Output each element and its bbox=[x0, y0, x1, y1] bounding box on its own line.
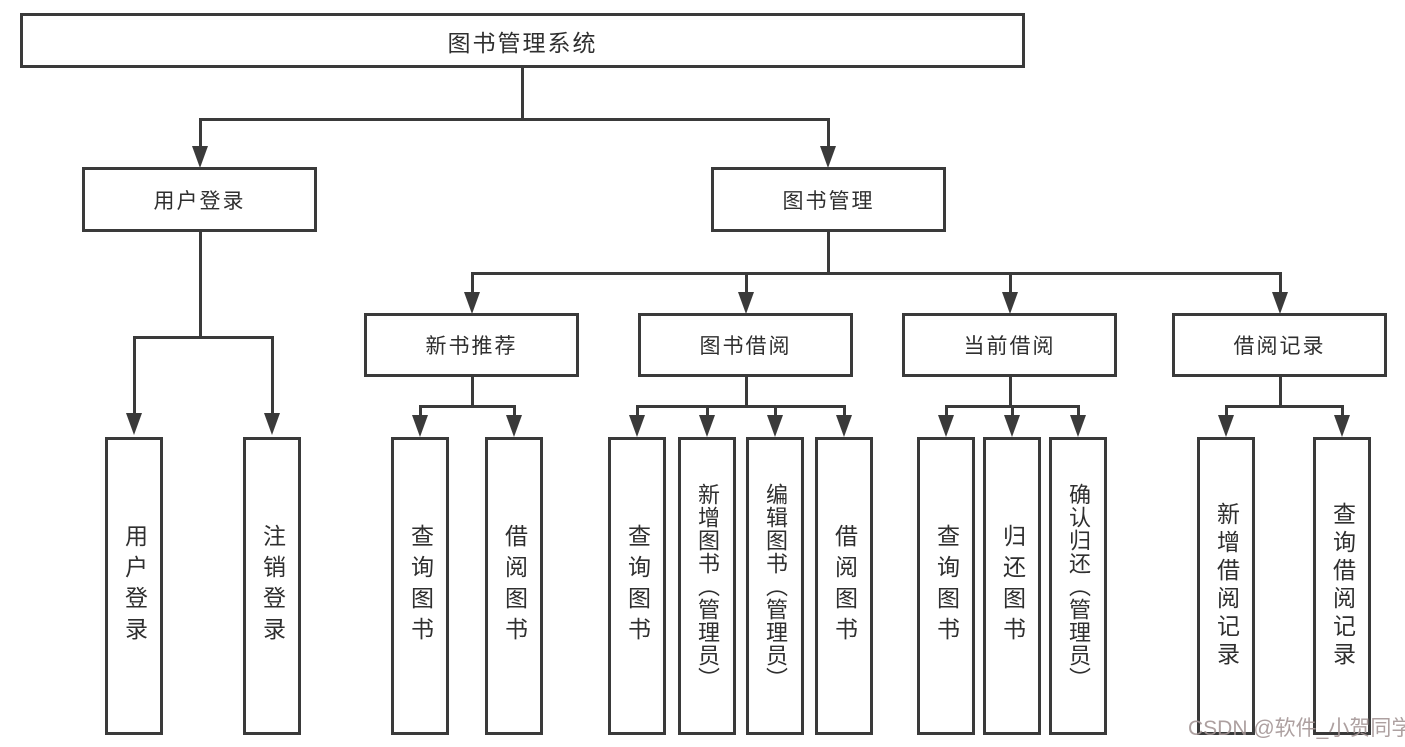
leaf-logout-label: 注销登录 bbox=[259, 524, 286, 648]
leaf-borrow-books-recommend-label: 借阅图书 bbox=[501, 524, 528, 648]
node-current-borrowing-label: 当前借阅 bbox=[963, 335, 1056, 358]
connector-d-stem-2 bbox=[1341, 405, 1344, 417]
connector-b-stem-1 bbox=[636, 405, 639, 417]
arrowhead-down-icon bbox=[464, 292, 480, 314]
connector-stem-login bbox=[133, 336, 136, 414]
leaf-query-books-current: 查询图书 bbox=[917, 437, 975, 735]
arrowhead-down-icon bbox=[126, 413, 142, 435]
connector-stem-logout bbox=[271, 336, 274, 414]
leaf-query-books-borrowing: 查询图书 bbox=[608, 437, 666, 735]
arrowhead-down-icon bbox=[506, 415, 522, 437]
arrowhead-down-icon bbox=[1218, 415, 1234, 437]
leaf-user-login: 用户登录 bbox=[105, 437, 163, 735]
node-user-login: 用户登录 bbox=[82, 167, 317, 232]
leaf-query-borrow-record: 查询借阅记录 bbox=[1313, 437, 1371, 735]
leaf-borrow-books: 借阅图书 bbox=[815, 437, 873, 735]
arrowhead-down-icon bbox=[629, 415, 645, 437]
arrowhead-down-icon bbox=[1002, 292, 1018, 314]
arrowhead-down-icon bbox=[836, 415, 852, 437]
connector-a-stem-2 bbox=[513, 405, 516, 417]
node-book-management-label: 图书管理 bbox=[782, 189, 875, 213]
node-root-label: 图书管理系统 bbox=[447, 29, 598, 56]
connector-root-branch bbox=[199, 118, 829, 121]
arrowhead-down-icon bbox=[1070, 415, 1086, 437]
connector-bookmgmt-branch bbox=[471, 272, 1281, 275]
leaf-logout: 注销登录 bbox=[243, 437, 301, 735]
arrowhead-down-icon bbox=[699, 415, 715, 437]
arrowhead-down-icon bbox=[1272, 292, 1288, 314]
watermark: CSDN @软件_小贺同学 bbox=[1188, 717, 1405, 740]
connector-root-trunk bbox=[521, 68, 524, 120]
node-user-login-label: 用户登录 bbox=[153, 189, 246, 213]
connector-b-branch bbox=[636, 405, 845, 408]
leaf-borrow-books-recommend: 借阅图书 bbox=[485, 437, 543, 735]
leaf-edit-books-admin-label: 编辑图书（管理员） bbox=[763, 482, 788, 690]
connector-d-stem-1 bbox=[1225, 405, 1228, 417]
leaf-query-borrow-record-label: 查询借阅记录 bbox=[1329, 502, 1356, 670]
arrowhead-down-icon bbox=[738, 292, 754, 314]
leaf-add-borrow-record-label: 新增借阅记录 bbox=[1213, 502, 1240, 670]
connector-d-branch bbox=[1225, 405, 1343, 408]
connector-a-stem-1 bbox=[419, 405, 422, 417]
connector-stem-new-books bbox=[471, 272, 474, 294]
leaf-query-books-recommend: 查询图书 bbox=[391, 437, 449, 735]
arrowhead-down-icon bbox=[1334, 415, 1350, 437]
node-new-book-recommend-label: 新书推荐 bbox=[425, 335, 518, 358]
leaf-add-books-admin: 新增图书（管理员） bbox=[678, 437, 736, 735]
connector-stem-user-login bbox=[199, 118, 202, 147]
node-new-book-recommend: 新书推荐 bbox=[364, 313, 579, 377]
connector-user-trunk bbox=[199, 232, 202, 338]
connector-b-stem-2 bbox=[706, 405, 709, 417]
leaf-query-books-borrowing-label: 查询图书 bbox=[624, 524, 651, 648]
connector-bookmgmt-trunk bbox=[827, 232, 830, 274]
arrowhead-down-icon bbox=[192, 146, 208, 168]
leaf-confirm-return-admin: 确认归还（管理员） bbox=[1049, 437, 1107, 735]
connector-c-stem-2 bbox=[1011, 405, 1014, 417]
connector-b-stem-3 bbox=[774, 405, 777, 417]
arrowhead-down-icon bbox=[264, 413, 280, 435]
connector-stem-book-mgmt bbox=[827, 118, 830, 147]
leaf-query-books-current-label: 查询图书 bbox=[933, 524, 960, 648]
leaf-edit-books-admin: 编辑图书（管理员） bbox=[746, 437, 804, 735]
leaf-return-books-label: 归还图书 bbox=[999, 524, 1026, 648]
arrowhead-down-icon bbox=[1004, 415, 1020, 437]
connector-stem-records bbox=[1279, 272, 1282, 294]
leaf-borrow-books-label: 借阅图书 bbox=[831, 524, 858, 648]
leaf-return-books: 归还图书 bbox=[983, 437, 1041, 735]
connector-stem-current bbox=[1009, 272, 1012, 294]
connector-c-stem-1 bbox=[945, 405, 948, 417]
node-borrowing-records-label: 借阅记录 bbox=[1233, 335, 1326, 358]
arrowhead-down-icon bbox=[412, 415, 428, 437]
connector-c-trunk bbox=[1009, 377, 1012, 408]
connector-d-trunk bbox=[1279, 377, 1282, 408]
connector-a-trunk bbox=[471, 377, 474, 408]
connector-stem-borrowing bbox=[745, 272, 748, 294]
node-root: 图书管理系统 bbox=[20, 13, 1025, 68]
arrowhead-down-icon bbox=[820, 146, 836, 168]
leaf-user-login-label: 用户登录 bbox=[121, 524, 148, 648]
node-book-management: 图书管理 bbox=[711, 167, 946, 232]
connector-b-stem-4 bbox=[843, 405, 846, 417]
leaf-confirm-return-admin-label: 确认归还（管理员） bbox=[1066, 482, 1091, 690]
leaf-add-books-admin-label: 新增图书（管理员） bbox=[695, 482, 720, 690]
node-borrowing-records: 借阅记录 bbox=[1172, 313, 1387, 377]
leaf-add-borrow-record: 新增借阅记录 bbox=[1197, 437, 1255, 735]
connector-a-branch bbox=[419, 405, 515, 408]
node-book-borrowing-label: 图书借阅 bbox=[699, 335, 792, 358]
connector-user-branch bbox=[133, 336, 273, 339]
connector-c-stem-3 bbox=[1077, 405, 1080, 417]
connector-b-trunk bbox=[745, 377, 748, 408]
node-current-borrowing: 当前借阅 bbox=[902, 313, 1117, 377]
leaf-query-books-recommend-label: 查询图书 bbox=[407, 524, 434, 648]
node-book-borrowing: 图书借阅 bbox=[638, 313, 853, 377]
arrowhead-down-icon bbox=[938, 415, 954, 437]
arrowhead-down-icon bbox=[767, 415, 783, 437]
